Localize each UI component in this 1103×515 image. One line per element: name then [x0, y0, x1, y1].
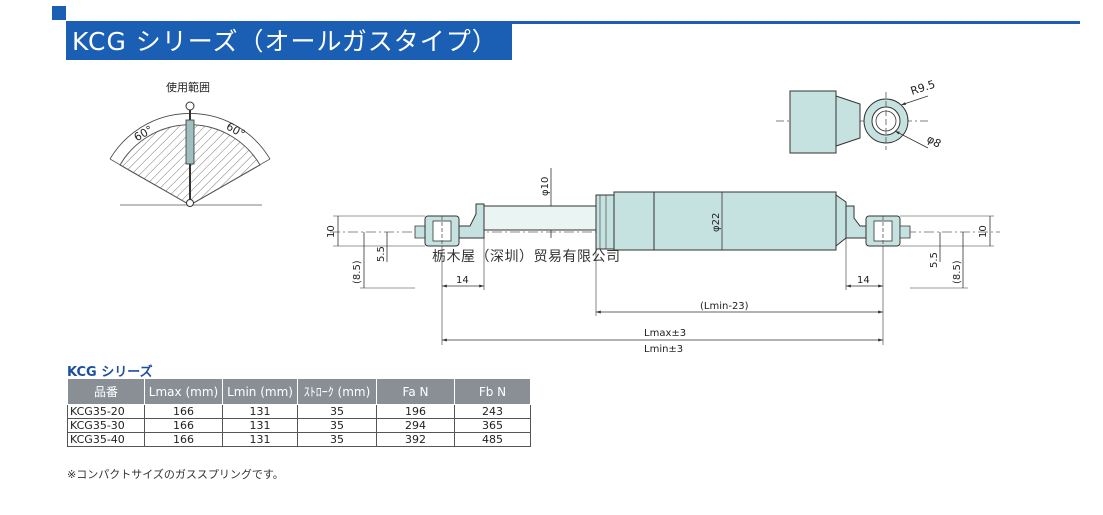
- mini-eye-top: [185, 101, 195, 111]
- header-fa: Fa N: [376, 378, 455, 405]
- footnote: ※コンパクトサイズのガススプリングです。: [67, 468, 284, 481]
- cell-fb: 365: [454, 418, 531, 433]
- cylinder-body: [653, 191, 837, 251]
- body-length-label: (Lmin-23): [700, 301, 749, 312]
- detail-body: [789, 90, 837, 154]
- cell-model: KCG35-30: [67, 418, 145, 433]
- cell-lmin: 131: [222, 404, 298, 419]
- page-title: KCG シリーズ（オールガスタイプ）: [66, 24, 512, 60]
- cell-model: KCG35-20: [67, 404, 145, 419]
- spec-table: 品番 Lmax (mm) Lmin (mm) ｽﾄﾛｰｸ (mm) Fa N F…: [67, 378, 531, 447]
- table-row: KCG35-40 166 131 35 392 485: [67, 432, 531, 447]
- table-section-title: KCG シリーズ: [67, 365, 153, 380]
- cell-stroke: 35: [297, 418, 377, 433]
- header-fb: Fb N: [454, 378, 531, 405]
- rod-diameter-label: φ10: [540, 177, 551, 196]
- table-header-row: 品番 Lmax (mm) Lmin (mm) ｽﾄﾛｰｸ (mm) Fa N F…: [67, 378, 531, 405]
- body-diameter-label: φ22: [711, 213, 722, 232]
- table-row: KCG35-20 166 131 35 196 243: [67, 404, 531, 419]
- left-offset-paren-label: (8.5): [352, 260, 363, 284]
- rod-end-detail: R9.5 φ8: [776, 78, 944, 154]
- cell-fa: 196: [376, 404, 455, 419]
- cell-stroke: 35: [297, 432, 377, 447]
- gas-spring-main-drawing: φ10 φ22 10 (8.5) 5.5 10 (8.5) 5.5 14: [326, 168, 1000, 355]
- lmin-label: Lmin±3: [644, 344, 683, 355]
- cell-lmax: 166: [144, 404, 223, 419]
- cell-model: KCG35-40: [67, 432, 145, 447]
- cell-fa: 392: [376, 432, 455, 447]
- cell-lmax: 166: [144, 418, 223, 433]
- right-height-label: 10: [978, 225, 989, 238]
- usage-angle-diagram: 使用範囲 60° 60°: [109, 80, 271, 207]
- cell-lmax: 166: [144, 432, 223, 447]
- header-model: 品番: [67, 378, 145, 405]
- right-bracket: [845, 205, 867, 239]
- cell-fb: 243: [454, 404, 531, 419]
- right-offset-label: 5.5: [929, 252, 940, 268]
- cell-lmin: 131: [222, 418, 298, 433]
- lmax-label: Lmax±3: [644, 328, 686, 339]
- header-stroke: ｽﾄﾛｰｸ (mm): [297, 378, 377, 405]
- watermark: 栃木屋（深圳）贸易有限公司: [432, 249, 621, 265]
- header-lmax: Lmax (mm): [144, 378, 223, 405]
- left-offset-label: 5.5: [376, 246, 387, 262]
- usage-range-label: 使用範囲: [166, 80, 210, 94]
- table-row: KCG35-30 166 131 35 294 365: [67, 418, 531, 433]
- cell-fb: 485: [454, 432, 531, 447]
- title-rule: [66, 21, 1080, 24]
- radius-label: R9.5: [909, 78, 937, 98]
- cell-lmin: 131: [222, 432, 298, 447]
- left-height-label: 10: [326, 225, 337, 238]
- hole-diameter-label: φ8: [925, 132, 944, 150]
- left-eye-dim-label: 14: [456, 275, 469, 286]
- piston-rod: [483, 205, 597, 231]
- mini-cylinder: [185, 119, 195, 165]
- left-bracket: [458, 203, 485, 239]
- mini-eye-bottom: [186, 199, 194, 207]
- header-lmin: Lmin (mm): [222, 378, 298, 405]
- right-eye-dim-label: 14: [857, 275, 870, 286]
- cell-fa: 294: [376, 418, 455, 433]
- corner-square: [52, 6, 66, 20]
- right-offset-paren-label: (8.5): [952, 260, 963, 284]
- cell-stroke: 35: [297, 404, 377, 419]
